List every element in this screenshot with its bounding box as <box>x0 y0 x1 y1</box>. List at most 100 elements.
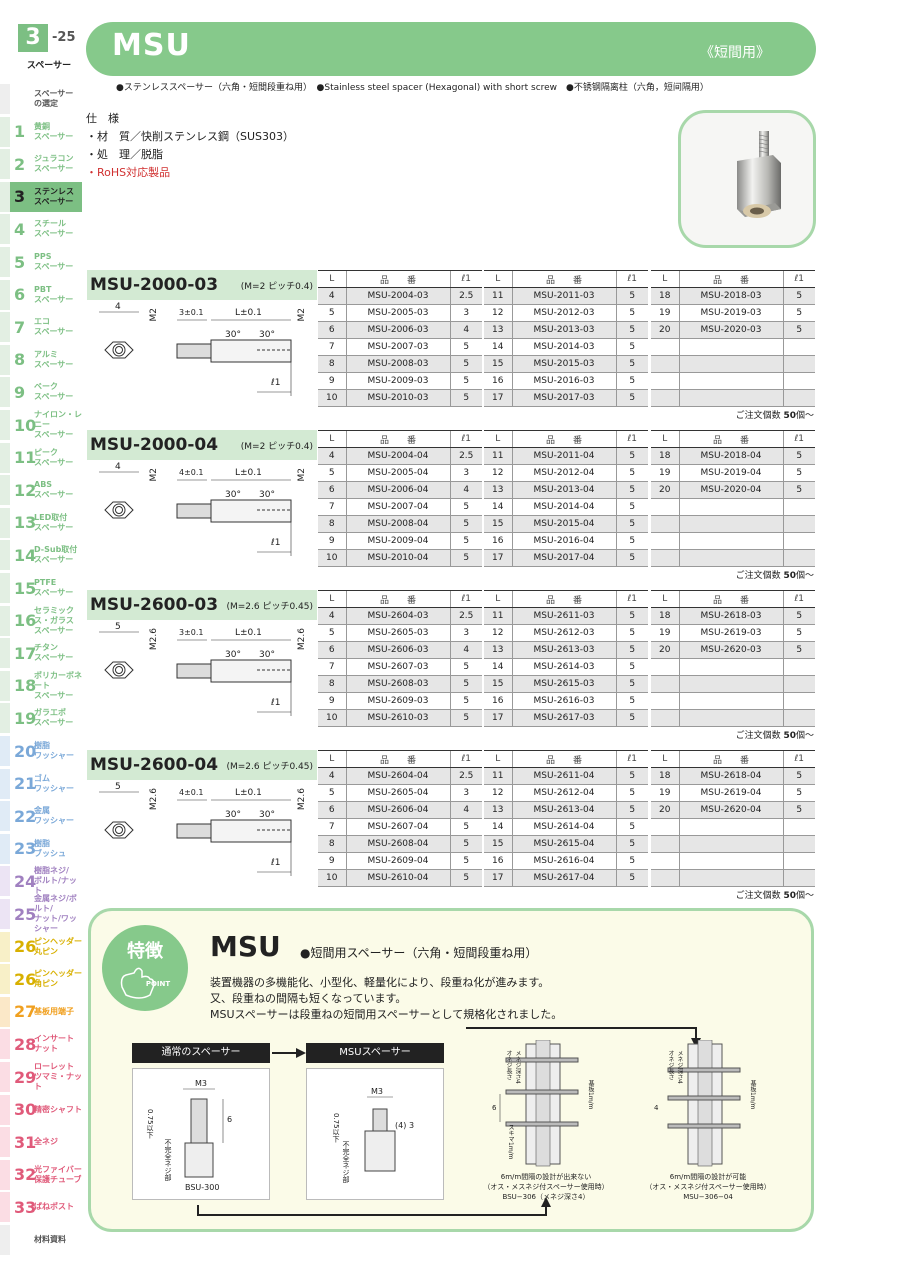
sidebar-item-label: エコ スペーサー <box>34 317 74 337</box>
cell-l: 5 <box>318 464 346 482</box>
cell-l1 <box>782 549 815 567</box>
length-dim: L±0.1 <box>235 628 262 638</box>
cell-l: 17 <box>484 709 512 727</box>
length-dim: L±0.1 <box>235 308 262 318</box>
sidebar-item-bar <box>0 540 10 571</box>
cell-part: MSU-2016-04 <box>511 532 616 550</box>
feature-text: 装置機器の多機能化、小型化、軽量化により、段重ね化が進みます。 又、段重ねの間隔… <box>210 975 562 1023</box>
cell-l1: 5 <box>615 784 648 802</box>
sidebar-item-label: 黄銅 スペーサー <box>34 121 74 141</box>
normal-spacer-figure: M3 6 0.75以下 不完全ネジ部 BSU-300 <box>132 1068 270 1200</box>
col-part: 品 番 <box>678 270 783 288</box>
sidebar-item-number: 33 <box>14 1197 37 1217</box>
sidebar-item-bar <box>0 703 10 734</box>
cell-part: MSU-2610-03 <box>345 709 450 727</box>
order-note: ご注文個数 50個〜 <box>736 888 814 901</box>
sidebar-item-bar <box>0 801 10 832</box>
sidebar-item-bar <box>0 1062 10 1092</box>
cell-part: MSU-2007-04 <box>345 498 450 516</box>
thread-size-right: M2.6 <box>297 788 307 811</box>
fig3-label: オネジ長さ <box>505 1050 512 1080</box>
col-l: L <box>318 430 346 448</box>
comparison-arrows <box>197 1027 701 1216</box>
cell-l1 <box>782 709 815 727</box>
sidebar-item[interactable]: 材料資料 <box>0 1225 82 1255</box>
cell-l1: 5 <box>615 801 648 819</box>
cell-part <box>678 835 783 853</box>
sidebar-item-bar <box>0 670 10 701</box>
chamfer-angle: 30° <box>225 650 241 660</box>
cell-part: MSU-2606-04 <box>345 801 450 819</box>
cell-part: MSU-2616-03 <box>511 692 616 710</box>
cell-part: MSU-2609-04 <box>345 852 450 870</box>
cell-l: 4 <box>318 287 346 305</box>
table-row <box>651 338 815 356</box>
sidebar-item-label: 精密シャフト <box>34 1104 82 1114</box>
fig3-label: スキマ1m/m <box>507 1124 514 1160</box>
sidebar-item-label: インサート ナット <box>34 1034 74 1054</box>
cell-l: 9 <box>318 692 346 710</box>
cell-l: 7 <box>318 658 346 676</box>
cell-l: 11 <box>484 447 512 465</box>
cell-part: MSU-2012-04 <box>511 464 616 482</box>
cell-l1: 5 <box>615 481 648 499</box>
sidebar-item[interactable]: スペーサー の選定 <box>0 84 82 114</box>
cell-l1 <box>782 658 815 676</box>
spacer-drawing <box>99 311 292 396</box>
cell-l1: 5 <box>615 818 648 836</box>
msu-spacer-drawing <box>364 1096 396 1172</box>
cell-l1: 5 <box>615 304 648 322</box>
cell-l: 12 <box>484 624 512 642</box>
feature-line: 又、段重ねの間隔も短くなっています。 <box>210 992 407 1005</box>
sidebar-item-number: 32 <box>14 1165 37 1185</box>
thread-size-right: M2 <box>297 308 307 322</box>
sidebar-item-bar <box>0 1159 10 1190</box>
cell-part: MSU-2009-04 <box>345 532 450 550</box>
cell-part: MSU-2019-03 <box>678 304 783 322</box>
cell-l1: 4 <box>449 641 482 659</box>
order-suffix: 個〜 <box>795 571 814 581</box>
table-row <box>651 498 815 516</box>
order-prefix: ご注文個数 <box>735 571 784 581</box>
